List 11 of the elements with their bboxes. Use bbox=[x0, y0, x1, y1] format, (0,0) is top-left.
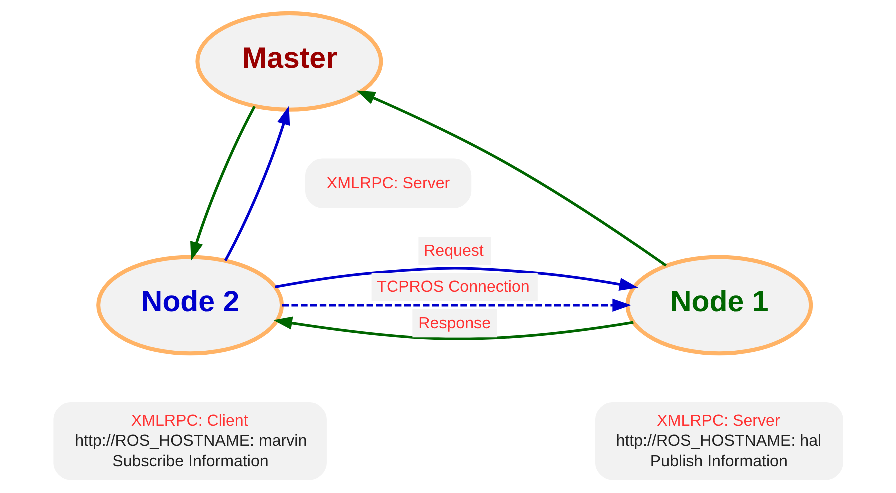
arrow bbox=[282, 298, 631, 312]
arrow bbox=[190, 106, 256, 261]
node-ellipse: Master bbox=[195, 11, 383, 112]
arrow bbox=[224, 106, 290, 262]
node-ellipse: Node 1 bbox=[625, 255, 813, 356]
edge-label: TCPROS Connection bbox=[376, 278, 530, 296]
arrow bbox=[274, 267, 638, 292]
edge-label: Request bbox=[424, 242, 484, 260]
edge-label: Response bbox=[418, 314, 491, 332]
arrow bbox=[273, 316, 634, 340]
node-ellipse: Node 2 bbox=[96, 255, 284, 356]
